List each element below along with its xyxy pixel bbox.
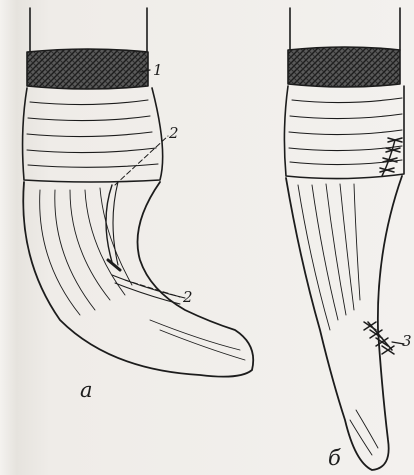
callout-2-upper-label: 2	[169, 126, 179, 141]
right-upper-suture	[380, 138, 402, 176]
right-stump-diagram	[284, 8, 404, 470]
right-flap-shading	[298, 184, 378, 455]
right-tourniquet-band	[288, 47, 400, 87]
right-upper-segment	[290, 8, 400, 50]
callout-2-lower-label: 2	[183, 290, 193, 305]
left-tendon-strand-2	[113, 182, 118, 265]
callout-3-label: 3	[402, 334, 412, 349]
left-tourniquet-band	[27, 49, 148, 89]
left-stump-diagram	[23, 8, 254, 377]
left-tendon-strand	[106, 185, 112, 262]
panel-a-caption: а	[80, 380, 93, 401]
left-cuff-folds	[27, 100, 158, 167]
right-cuff-folds	[289, 98, 402, 165]
left-upper-segment	[30, 8, 147, 52]
panel-b-caption: б	[328, 448, 341, 469]
callout-1-label: 1	[153, 63, 163, 78]
